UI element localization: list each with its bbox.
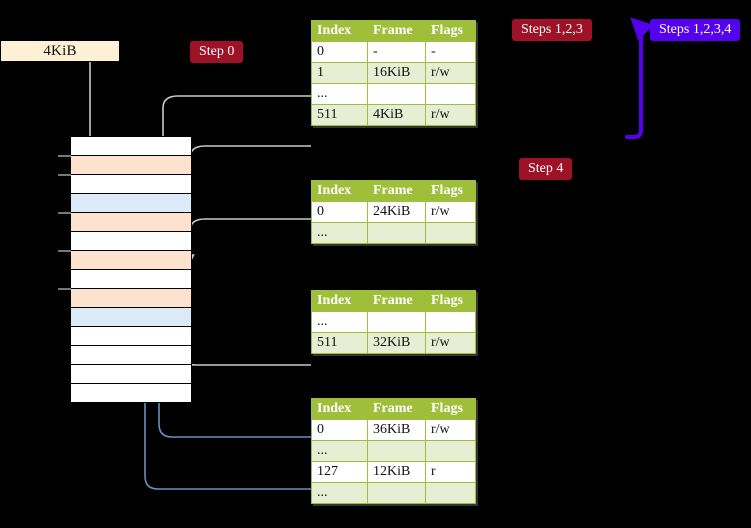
column-header-index: Index bbox=[311, 290, 368, 312]
cell-frame: 32KiB bbox=[367, 332, 426, 354]
cell-index: ... bbox=[311, 482, 368, 504]
cell-index: ... bbox=[311, 83, 368, 105]
memory-frame-row bbox=[71, 212, 191, 231]
memory-row-tick bbox=[58, 155, 71, 157]
table-row: ... bbox=[311, 311, 476, 333]
cell-flags bbox=[425, 482, 476, 504]
cell-index: 511 bbox=[311, 104, 368, 126]
column-header-index: Index bbox=[311, 180, 368, 202]
memory-frame-row bbox=[71, 155, 191, 174]
memory-frame-row bbox=[71, 307, 191, 326]
cell-flags: r/w bbox=[425, 419, 476, 441]
cell-frame bbox=[367, 440, 426, 462]
cell-frame bbox=[367, 482, 426, 504]
column-header-flags: Flags bbox=[425, 398, 476, 420]
column-header-frame: Frame bbox=[367, 290, 426, 312]
column-header-index: Index bbox=[311, 20, 368, 42]
column-header-flags: Flags bbox=[425, 290, 476, 312]
memory-frame-row bbox=[71, 364, 191, 383]
cell-flags bbox=[425, 222, 476, 244]
cell-frame bbox=[367, 311, 426, 333]
memory-frame-row bbox=[71, 288, 191, 307]
cell-frame: 12KiB bbox=[367, 461, 426, 483]
cell-index: ... bbox=[311, 311, 368, 333]
column-header-flags: Flags bbox=[425, 20, 476, 42]
badge-step-0: Step 0 bbox=[190, 41, 244, 63]
memory-frame-row bbox=[71, 345, 191, 364]
wire-pd-entry-to-memory bbox=[177, 308, 311, 366]
memory-frame-row bbox=[71, 269, 191, 288]
cell-index: 1 bbox=[311, 62, 368, 84]
cell-index: 127 bbox=[311, 461, 368, 483]
cell-flags: r/w bbox=[425, 62, 476, 84]
cell-frame bbox=[367, 222, 426, 244]
cell-flags bbox=[425, 83, 476, 105]
cell-frame: 16KiB bbox=[367, 62, 426, 84]
table-row: ... bbox=[311, 222, 476, 244]
table-row: ... bbox=[311, 482, 476, 504]
memory-row-tick bbox=[58, 250, 71, 252]
physical-memory-column bbox=[70, 136, 192, 403]
cell-flags: - bbox=[425, 41, 476, 63]
badge-step-4: Step 4 bbox=[519, 158, 573, 180]
cell-flags bbox=[425, 440, 476, 462]
table-row: ... bbox=[311, 83, 476, 105]
badge-steps-1-2-3: Steps 1,2,3 bbox=[512, 19, 592, 41]
column-header-frame: Frame bbox=[367, 180, 426, 202]
cell-flags: r/w bbox=[425, 332, 476, 354]
memory-row-tick bbox=[58, 212, 71, 214]
cell-frame: - bbox=[367, 41, 426, 63]
frame-size-banner: 4KiB bbox=[0, 40, 120, 62]
cell-flags bbox=[425, 311, 476, 333]
cell-flags: r/w bbox=[425, 201, 476, 223]
cell-index: 0 bbox=[311, 41, 368, 63]
cell-flags: r bbox=[425, 461, 476, 483]
memory-frame-row bbox=[71, 174, 191, 193]
cell-frame bbox=[367, 83, 426, 105]
cell-index: ... bbox=[311, 440, 368, 462]
badge-steps-1-2-3-4: Steps 1,2,3,4 bbox=[650, 19, 741, 41]
memory-frame-row bbox=[71, 383, 191, 402]
wire-pdpt-entry-to-memory bbox=[185, 218, 311, 264]
cell-index: 0 bbox=[311, 201, 368, 223]
table-row: ... bbox=[311, 440, 476, 462]
memory-frame-row bbox=[71, 193, 191, 212]
cell-index: 511 bbox=[311, 332, 368, 354]
memory-frame-row bbox=[71, 231, 191, 250]
memory-frame-row bbox=[71, 136, 191, 155]
cell-frame: 4KiB bbox=[367, 104, 426, 126]
memory-frame-row bbox=[71, 250, 191, 269]
cell-flags: r/w bbox=[425, 104, 476, 126]
column-header-frame: Frame bbox=[367, 20, 426, 42]
cell-frame: 24KiB bbox=[367, 201, 426, 223]
column-header-frame: Frame bbox=[367, 398, 426, 420]
column-header-flags: Flags bbox=[425, 180, 476, 202]
table-row: 0-- bbox=[311, 41, 476, 63]
wire-steps-1234-bracket bbox=[625, 17, 654, 139]
memory-frame-row bbox=[71, 326, 191, 345]
memory-row-tick bbox=[58, 174, 71, 176]
cell-frame: 36KiB bbox=[367, 419, 426, 441]
memory-row-tick bbox=[58, 288, 71, 290]
cell-index: 0 bbox=[311, 419, 368, 441]
column-header-index: Index bbox=[311, 398, 368, 420]
wire-memory-to-pml4 bbox=[189, 145, 311, 159]
cell-index: ... bbox=[311, 222, 368, 244]
